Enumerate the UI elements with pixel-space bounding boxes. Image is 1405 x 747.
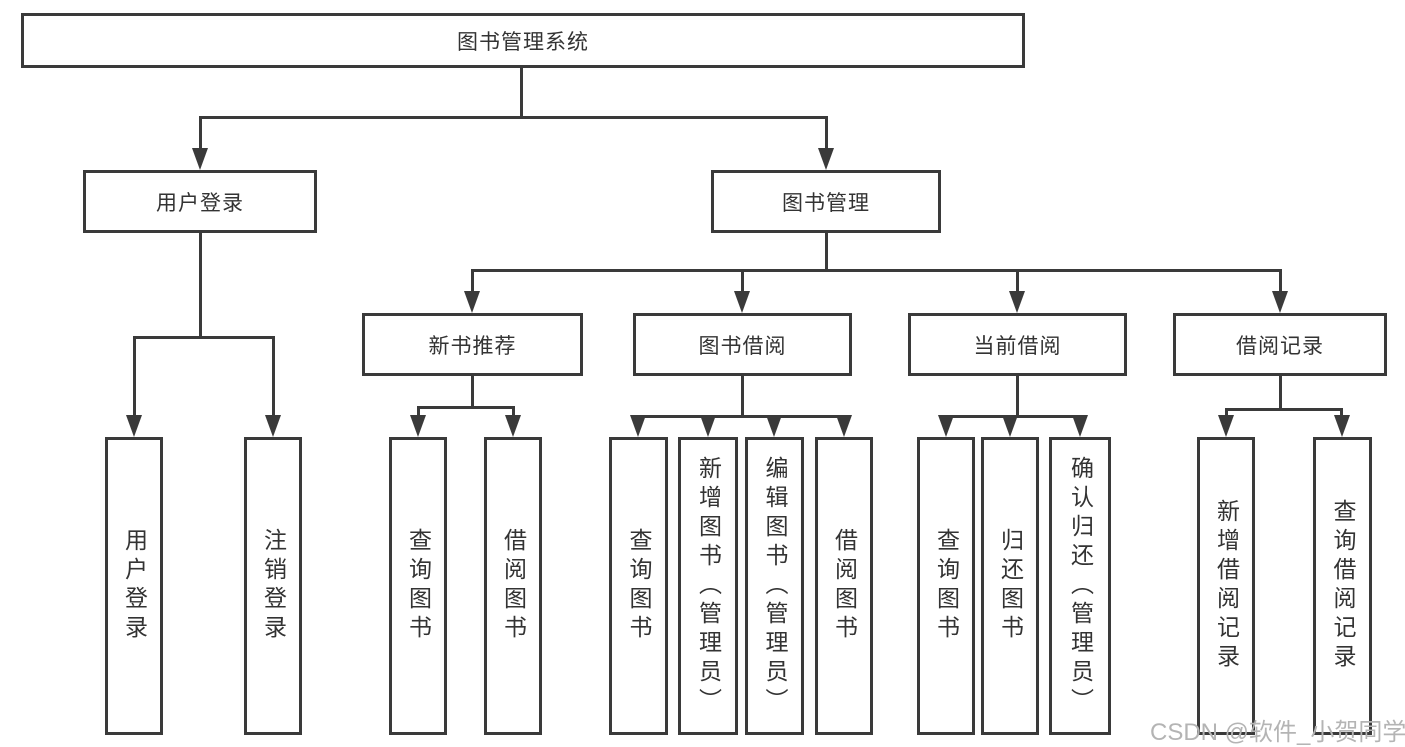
leaf-current-confirm-return-admin: 确认归还（管理员） [1049,437,1111,735]
arrow-down-icon [818,148,834,170]
connector-line [417,406,420,418]
connector-line [741,269,744,295]
arrow-down-icon [192,148,208,170]
connector-line [471,376,474,409]
connector-line [272,336,275,418]
arrow-down-icon [734,291,750,313]
connector-line [1016,269,1019,295]
arrow-down-icon [938,415,954,437]
arrow-down-icon [1334,415,1350,437]
connector-line [199,233,202,338]
arrow-down-icon [505,415,521,437]
leaf-borrow-query-books: 查询图书 [609,437,668,735]
arrow-down-icon [464,291,480,313]
connector-line [637,415,846,418]
connector-line [417,406,515,409]
arrow-down-icon [1002,415,1018,437]
leaf-newbook-borrow-books: 借阅图书 [484,437,542,735]
connector-line [1016,376,1019,418]
connector-line [1225,408,1343,411]
connector-line [1279,376,1282,411]
connector-line [199,116,202,152]
connector-line [741,376,744,418]
csdn-watermark: CSDN @软件_小贺同学 [1150,719,1405,746]
leaf-borrow-edit-book-admin: 编辑图书（管理员） [745,437,804,735]
leaf-current-return-books: 归还图书 [981,437,1039,735]
arrow-down-icon [766,415,782,437]
connector-line [825,233,828,272]
connector-line [133,336,275,339]
leaf-newbook-query-books: 查询图书 [389,437,447,735]
arrow-down-icon [1272,291,1288,313]
connector-line [199,116,827,119]
arrow-down-icon [836,415,852,437]
node-current-borrow: 当前借阅 [908,313,1127,376]
connector-line [1279,269,1282,295]
connector-line [520,68,523,118]
connector-line [1225,408,1228,418]
node-borrow-records: 借阅记录 [1173,313,1387,376]
connector-line [512,406,515,418]
connector-line [471,269,1281,272]
connector-line [133,336,136,418]
leaf-borrow-add-book-admin: 新增图书（管理员） [678,437,738,735]
connector-line [1340,408,1343,418]
node-user-login: 用户登录 [83,170,317,233]
leaf-current-query-books: 查询图书 [917,437,975,735]
leaf-user-login: 用户登录 [105,437,163,735]
arrow-down-icon [265,415,281,437]
leaf-records-add-record: 新增借阅记录 [1197,437,1255,735]
leaf-logout: 注销登录 [244,437,302,735]
arrow-down-icon [700,415,716,437]
arrow-down-icon [1009,291,1025,313]
connector-line [825,116,828,152]
arrow-down-icon [630,415,646,437]
connector-line [471,269,474,295]
arrow-down-icon [126,415,142,437]
arrow-down-icon [410,415,426,437]
node-book-management: 图书管理 [711,170,941,233]
node-book-borrow: 图书借阅 [633,313,852,376]
arrow-down-icon [1072,415,1088,437]
arrow-down-icon [1218,415,1234,437]
leaf-records-query-record: 查询借阅记录 [1313,437,1372,735]
node-root: 图书管理系统 [21,13,1025,68]
leaf-borrow-borrow-books: 借阅图书 [815,437,873,735]
node-new-book-recommend: 新书推荐 [362,313,583,376]
